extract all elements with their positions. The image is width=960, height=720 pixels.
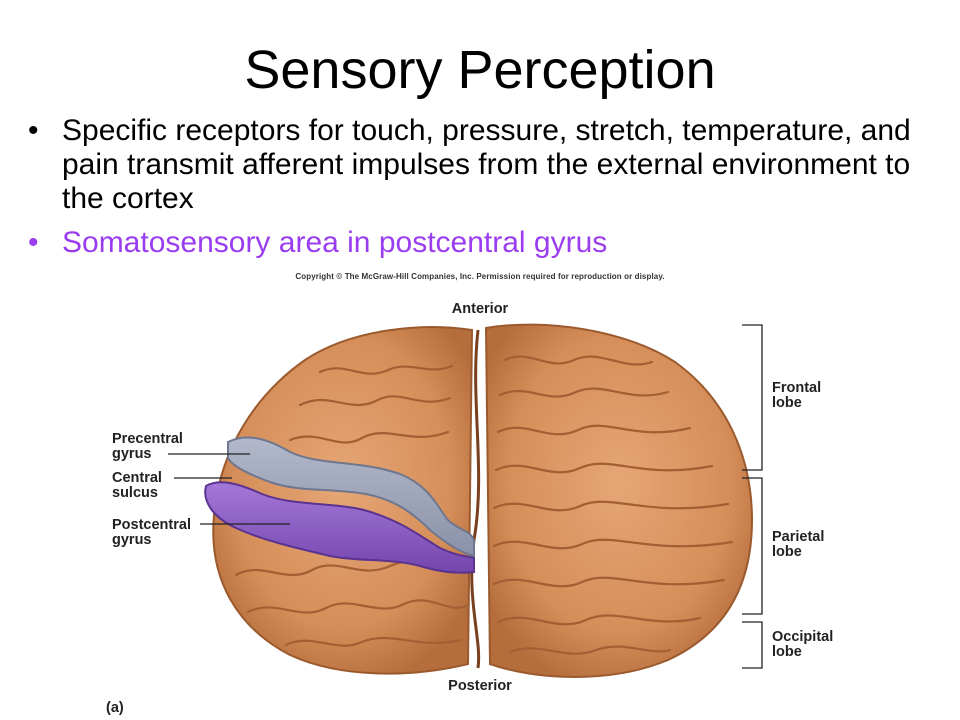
bullet-dot-icon: • xyxy=(28,114,39,147)
right-labels: Frontal lobe Parietal lobe Occipital lob… xyxy=(772,380,833,660)
frontal-bracket xyxy=(742,324,763,471)
brain-illustration xyxy=(204,323,754,678)
bullet-text-somatosensory: Somatosensory area in postcentral gyrus xyxy=(62,226,608,259)
frontal-label-line2: lobe xyxy=(772,395,802,411)
occipital-bracket xyxy=(742,621,763,669)
postcentral-gyrus xyxy=(204,481,475,574)
bullet-text-receptors: Specific receptors for touch, pressure, … xyxy=(62,114,911,215)
precentral-gyrus xyxy=(227,436,475,558)
panel-label: (a) xyxy=(106,700,124,716)
parietal-label-line2: lobe xyxy=(772,544,802,560)
postcentral-label-line2: gyrus xyxy=(112,532,152,548)
precentral-label-line2: gyrus xyxy=(112,446,152,462)
bullet-item-somatosensory: • Somatosensory area in postcentral gyru… xyxy=(28,226,928,260)
frontal-label-line1: Frontal xyxy=(772,380,821,396)
precentral-label-line1: Precentral xyxy=(112,431,183,447)
central-label-line1: Central xyxy=(112,470,162,486)
longitudinal-fissure xyxy=(470,329,481,669)
bullet-item-receptors: • Specific receptors for touch, pressure… xyxy=(28,114,928,216)
bullet-dot-icon: • xyxy=(28,226,39,259)
parietal-label-line1: Parietal xyxy=(772,529,824,545)
left-hemisphere xyxy=(212,326,474,675)
figure-copyright: Copyright © The McGraw-Hill Companies, I… xyxy=(295,272,665,281)
slide-title: Sensory Perception xyxy=(244,40,716,100)
central-label-line2: sulcus xyxy=(112,485,158,501)
bullet-list: • Specific receptors for touch, pressure… xyxy=(28,114,928,260)
right-hemisphere xyxy=(484,323,754,678)
anterior-label: Anterior xyxy=(452,301,509,317)
parietal-bracket xyxy=(742,477,763,615)
occipital-label-line1: Occipital xyxy=(772,629,833,645)
posterior-label: Posterior xyxy=(448,678,512,694)
right-brackets xyxy=(742,324,763,669)
occipital-label-line2: lobe xyxy=(772,644,802,660)
gyri-texture xyxy=(234,355,734,655)
postcentral-label-line1: Postcentral xyxy=(112,517,191,533)
left-labels: Precentral gyrus Central sulcus Postcent… xyxy=(112,431,290,548)
